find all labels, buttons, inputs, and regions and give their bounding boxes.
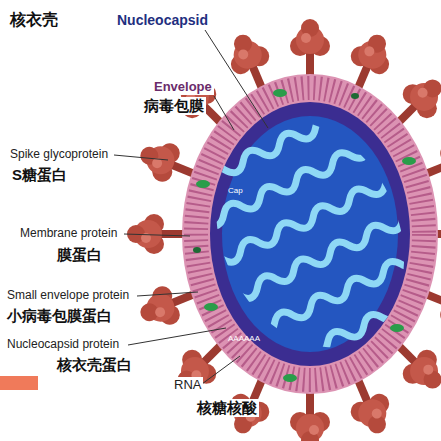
leader-line — [124, 234, 190, 236]
part-label-zh: S糖蛋白 — [10, 166, 69, 184]
orange-bar — [0, 376, 38, 390]
spike — [290, 19, 330, 76]
leader-line — [202, 356, 240, 384]
membrane-stripes — [196, 88, 424, 380]
part-label-zh: 膜蛋白 — [55, 246, 104, 264]
leader-line — [128, 328, 226, 345]
leader-line — [114, 155, 168, 160]
part-label-en: Membrane protein — [18, 226, 119, 240]
membrane-protein — [390, 324, 404, 332]
small-envelope-protein — [193, 247, 201, 253]
part-label-zh: 核糖核酸 — [195, 399, 259, 417]
leader-line — [137, 292, 198, 296]
part-label-en: Small envelope protein — [5, 288, 131, 302]
envelope-membrane — [182, 74, 438, 394]
leader-lines — [114, 30, 268, 384]
inner-label: Cap — [226, 186, 245, 196]
helix-strand — [252, 277, 441, 383]
part-label-en: Envelope — [152, 79, 214, 95]
rna-helix — [168, 96, 441, 383]
membrane-protein — [273, 89, 287, 97]
part-label-en: Nucleocapsid protein — [5, 337, 121, 351]
part-label-zh: 病毒包膜 — [142, 97, 206, 115]
part-label-en: Spike glycoprotein — [8, 147, 110, 161]
membrane-protein — [196, 180, 210, 188]
small-envelope-protein — [351, 93, 359, 99]
part-label-en: RNA — [172, 377, 203, 393]
leader-line — [214, 96, 234, 130]
membrane-protein — [402, 157, 416, 165]
inner-label: AAAAAA — [226, 334, 262, 344]
part-label-zh: 核衣壳 — [8, 10, 60, 29]
part-label-en: Nucleocapsid — [115, 12, 210, 29]
part-label-zh: 核衣壳蛋白 — [55, 356, 134, 374]
leader-line — [205, 30, 268, 128]
membrane-protein — [204, 303, 218, 311]
membrane-proteins — [193, 89, 416, 382]
spike — [290, 392, 330, 441]
membrane-protein — [283, 374, 297, 382]
part-label-zh: 小病毒包膜蛋白 — [5, 307, 114, 325]
spikes — [127, 19, 441, 441]
